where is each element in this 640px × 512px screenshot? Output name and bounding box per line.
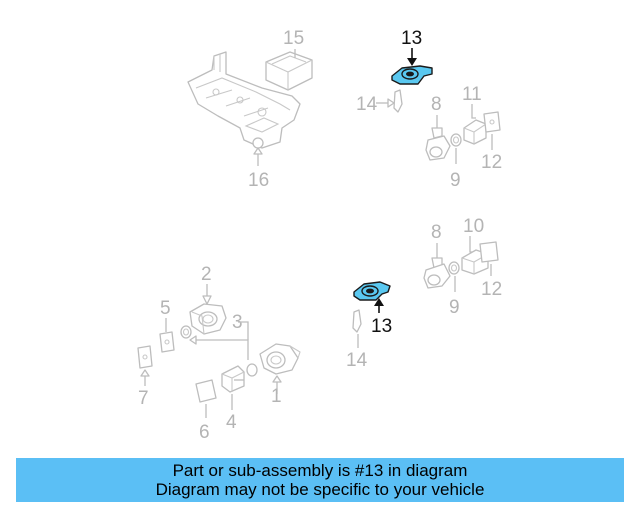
part-8-sensor-top [425, 127, 451, 161]
leader-11 [471, 104, 476, 119]
part-14-clip-top [393, 89, 403, 113]
callout-14-bottom: 14 [346, 350, 368, 371]
part-15-module [265, 51, 313, 91]
leader-3b [238, 321, 249, 340]
callout-3: 3 [232, 312, 243, 333]
part-7-pad [137, 345, 153, 369]
leader-3 [192, 339, 249, 360]
callout-12-bottom: 12 [481, 279, 502, 300]
callout-4: 4 [226, 412, 237, 433]
part-3-ring [180, 325, 192, 339]
callout-9-bottom: 9 [449, 297, 460, 318]
arrow-2 [202, 295, 212, 305]
part-2-sensor-bracket [189, 303, 227, 335]
part-16-bracket [187, 51, 301, 149]
part-6-pad [195, 379, 217, 403]
callout-8-bottom: 8 [431, 222, 442, 243]
arrow-1 [272, 375, 282, 383]
callout-8-top: 8 [431, 94, 442, 115]
callout-2: 2 [201, 264, 212, 285]
arrow-13-bottom [374, 298, 384, 306]
arrow-16 [253, 147, 263, 155]
banner-line-1: Part or sub-assembly is #13 in diagram [172, 461, 468, 480]
callout-11: 11 [462, 84, 482, 105]
info-banner: Part or sub-assembly is #13 in diagram D… [16, 458, 624, 502]
arrow-3 [189, 335, 197, 345]
part-9-ring-top [450, 133, 462, 147]
part-5-pad [159, 331, 175, 353]
callout-15: 15 [283, 28, 304, 49]
part-4-ring [246, 363, 258, 377]
callout-10: 10 [463, 216, 484, 237]
callout-16: 16 [248, 170, 269, 191]
part-13-sensor-bracket-bottom [353, 281, 391, 301]
callout-12-top: 12 [481, 152, 502, 173]
part-12-pad-bottom [479, 241, 499, 263]
callout-7: 7 [138, 388, 149, 409]
callout-14-top: 14 [356, 94, 378, 115]
part-9-ring-bottom [448, 261, 460, 275]
callout-13-bottom: 13 [371, 316, 392, 337]
callout-13-top: 13 [401, 28, 422, 49]
callout-1: 1 [271, 386, 282, 407]
part-14-clip-bottom [352, 309, 362, 333]
callout-9-top: 9 [450, 170, 461, 191]
arrow-14-top [387, 98, 395, 108]
part-1-sensor [259, 343, 301, 375]
part-8-sensor-bottom [423, 257, 451, 289]
arrow-7 [140, 369, 150, 377]
part-11-sensor-holder [463, 119, 487, 145]
leader-10 [469, 236, 474, 253]
callout-5: 5 [160, 298, 171, 319]
part-4-holder [221, 365, 245, 393]
part-12-pad-top [483, 111, 501, 133]
banner-line-2: Diagram may not be specific to your vehi… [155, 480, 485, 499]
arrow-13-top [407, 58, 417, 66]
part-13-sensor-bracket-top [391, 65, 433, 85]
callout-6: 6 [199, 422, 210, 443]
